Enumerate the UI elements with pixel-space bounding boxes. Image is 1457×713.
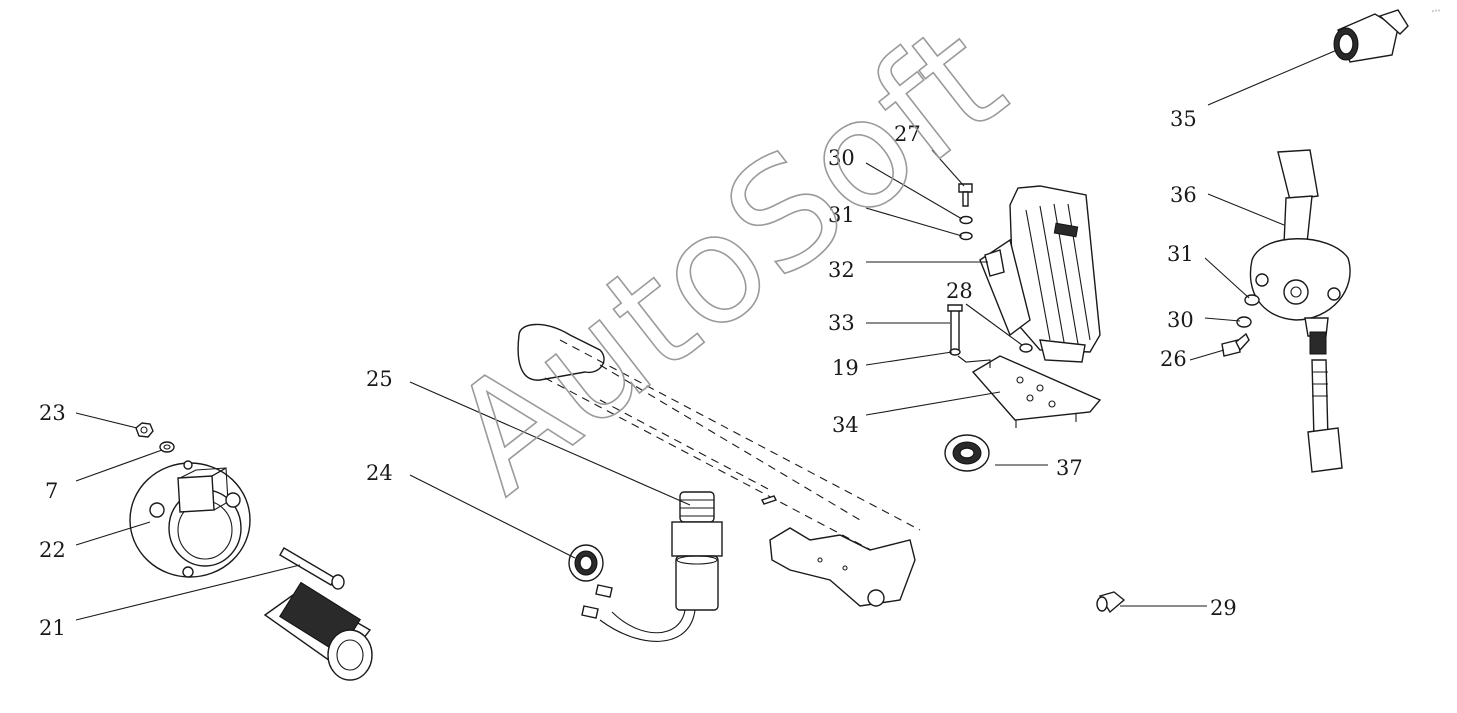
callout-26: 26 [1160,347,1187,371]
part-30-washer-right [1236,316,1252,328]
part-32-sensor [984,249,1005,277]
callout-31: 31 [828,203,855,227]
callout-22: 22 [39,538,66,562]
part-24-grommet [568,544,604,582]
callout-29: 29 [1210,596,1237,620]
corner-mark: ᵖ°° [1432,9,1441,16]
connector-plug [263,581,373,681]
bracket-assembly-dashed [517,323,921,607]
part-33-bolt [947,304,963,351]
callout-33: 33 [828,311,855,335]
leader-lines [75,49,1338,621]
part-31-washer [959,231,973,241]
callout-7: 7 [45,479,58,503]
part-28-washer [1019,343,1033,353]
callout-28: 28 [946,279,973,303]
part-26-bolt [1221,332,1250,357]
part-35-connector [1333,9,1409,63]
callout-21: 21 [39,616,66,640]
part-7-washer [159,441,175,453]
part-29-fitting [1096,591,1126,614]
part-27-bolt [958,183,973,207]
callout-37: 37 [1056,456,1083,480]
callout-27: 27 [894,122,921,146]
callout-36: 36 [1170,183,1197,207]
callout-labels: 23 7 22 21 24 25 27 30 31 32 33 28 19 34… [39,107,1237,640]
part-21-bolt [279,547,345,590]
callout-23: 23 [39,401,66,425]
part-25-pressure-switch [581,491,723,642]
callout-34: 34 [832,413,859,437]
callout-32: 32 [828,258,855,282]
callout-35: 35 [1170,107,1197,131]
part-22-socket-body [129,460,251,578]
part-30-washer [959,215,973,225]
watermark: AutoSoft [420,0,1035,526]
callout-19: 19 [832,356,859,380]
part-36-lever-assembly [1249,149,1351,473]
callout-24: 24 [366,461,393,485]
part-34-plate [957,355,1102,428]
callout-31-right: 31 [1167,242,1194,266]
callout-30: 30 [828,146,855,170]
callout-25: 25 [366,367,393,391]
callout-30-right: 30 [1167,308,1194,332]
part-23-nut [135,422,154,438]
part-37-grommet [944,434,990,472]
